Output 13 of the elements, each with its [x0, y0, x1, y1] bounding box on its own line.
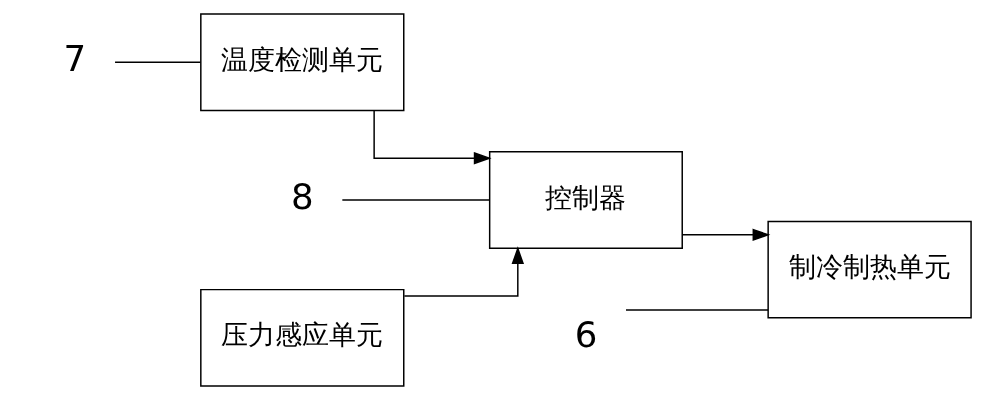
node-box: 压力感应单元 [200, 288, 405, 387]
connector [625, 309, 769, 311]
connector [341, 199, 490, 201]
arrow [373, 110, 492, 165]
node-text: 8 [290, 176, 314, 218]
node-box: 控制器 [488, 151, 683, 249]
node-text: 6 [574, 313, 598, 355]
node-box: 制冷制热单元 [767, 220, 972, 319]
arrow [681, 228, 771, 242]
arrow [403, 246, 525, 297]
connector [114, 61, 202, 63]
node-text: 7 [63, 38, 87, 80]
node-box: 温度检测单元 [200, 13, 405, 112]
